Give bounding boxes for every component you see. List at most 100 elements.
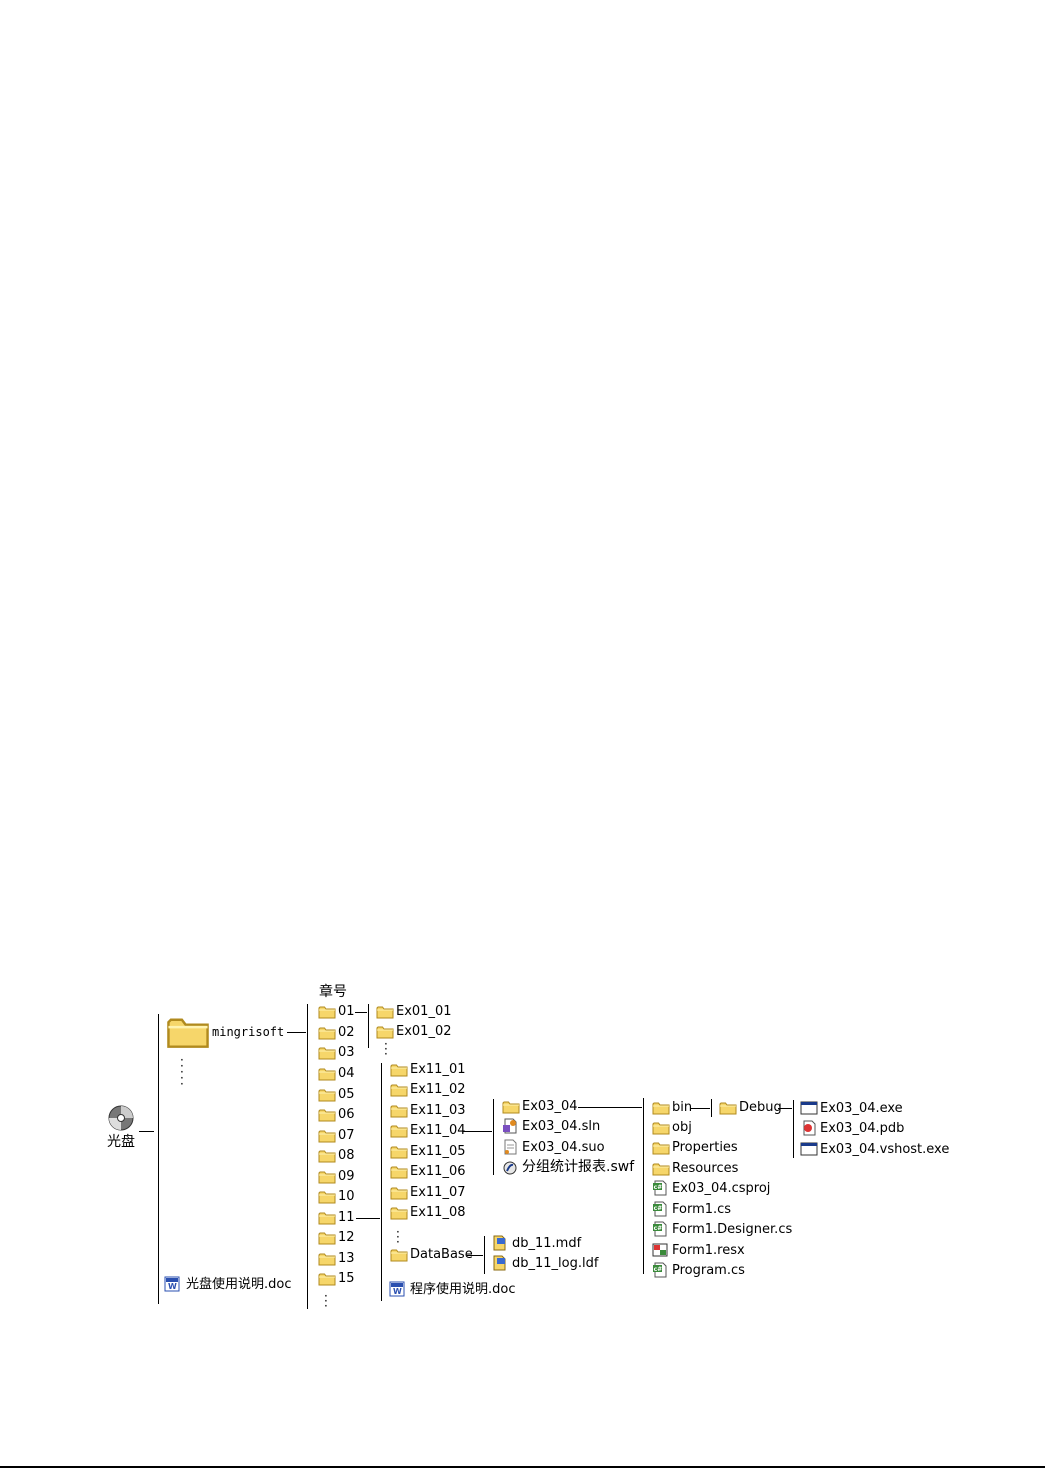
folder-icon [318,1149,336,1163]
exe-icon [800,1101,818,1115]
folder-ex11-02[interactable]: Ex11_02 [410,1082,466,1097]
solution-icon [502,1118,518,1134]
folder-icon [390,1124,408,1138]
chapter-folder-11[interactable]: 11 [338,1210,355,1225]
file-ex03-04-csproj[interactable]: Ex03_04.csproj [672,1181,771,1196]
folder-icon [376,1005,394,1019]
flash-icon [502,1160,518,1176]
file-program-cs[interactable]: Program.cs [672,1263,745,1278]
cd-disc-icon [108,1105,134,1131]
file-db-log[interactable]: db_11_log.ldf [512,1256,599,1271]
ch11-ellipsis: ··· [396,1225,400,1249]
chapters-ellipsis: ··· [324,1289,328,1313]
folder-ex01-01[interactable]: Ex01_01 [396,1004,452,1019]
folder-icon [652,1162,670,1176]
folder-ex03-04[interactable]: Ex03_04 [522,1099,578,1114]
file-exe[interactable]: Ex03_04.exe [820,1101,903,1116]
level1-bracket [158,1014,159,1304]
csharp-file-icon [652,1221,668,1237]
folder-ex01-02[interactable]: Ex01_02 [396,1024,452,1039]
ex03-04-bracket [643,1098,644,1274]
folder-ex11-04[interactable]: Ex11_04 [410,1123,466,1138]
folder-ex11-05[interactable]: Ex11_05 [410,1144,466,1159]
ch01-bracket [368,1004,369,1048]
chapter-folder-01[interactable]: 01 [338,1004,355,1019]
connector [690,1108,710,1109]
file-form1-cs[interactable]: Form1.cs [672,1202,732,1217]
chapter-folder-03[interactable]: 03 [338,1045,355,1060]
exe-icon [800,1142,818,1156]
folder-icon [318,1252,336,1266]
file-vshost-exe[interactable]: Ex03_04.vshost.exe [820,1142,950,1157]
folder-ex11-06[interactable]: Ex11_06 [410,1164,466,1179]
chapter-folder-15[interactable]: 15 [338,1271,355,1286]
file-cd-usage-doc[interactable]: 光盘使用说明.doc [186,1277,292,1292]
suo-file-icon [502,1139,518,1155]
folder-icon [318,1046,336,1060]
folder-icon [318,1211,336,1225]
connector [355,1012,367,1013]
chapter-folder-13[interactable]: 13 [338,1251,355,1266]
resx-file-icon [652,1242,668,1258]
chapter-folder-05[interactable]: 05 [338,1087,355,1102]
db-bracket [484,1236,485,1274]
file-swf[interactable]: 分组统计报表.swf [522,1159,635,1175]
csharp-file-icon [652,1180,668,1196]
connector [467,1255,483,1256]
folder-icon [390,1145,408,1159]
csharp-file-icon [652,1262,668,1278]
folder-mingrisoft[interactable]: mingrisoft [212,1025,285,1039]
debug-bracket [793,1100,794,1158]
folder-debug[interactable]: Debug [739,1100,782,1115]
folder-ex11-07[interactable]: Ex11_07 [410,1185,466,1200]
csharp-file-icon [652,1201,668,1217]
folder-obj[interactable]: obj [672,1120,692,1135]
connector [578,1107,642,1108]
folder-icon [318,1231,336,1245]
folder-icon [318,1272,336,1286]
chapter-folder-09[interactable]: 09 [338,1169,355,1184]
folder-bin[interactable]: bin [672,1100,693,1115]
folder-icon [318,1190,336,1204]
file-db-mdf[interactable]: db_11.mdf [512,1236,582,1251]
folder-ex11-01[interactable]: Ex11_01 [410,1062,466,1077]
chapter-folder-08[interactable]: 08 [338,1148,355,1163]
chapter-folder-12[interactable]: 12 [338,1230,355,1245]
folder-icon [502,1100,520,1114]
word-doc-icon [389,1281,405,1297]
chapter-folder-04[interactable]: 04 [338,1066,355,1081]
chapters-header: 章号 [319,984,347,1000]
database-log-icon [491,1255,507,1271]
folder-ex11-03[interactable]: Ex11_03 [410,1103,466,1118]
file-sln[interactable]: Ex03_04.sln [522,1119,601,1134]
folder-icon [390,1248,408,1262]
page-footer-rule [0,1466,1045,1468]
folder-resources[interactable]: Resources [672,1161,739,1176]
folder-icon [390,1186,408,1200]
word-doc-icon [164,1276,180,1292]
chapter-folder-06[interactable]: 06 [338,1107,355,1122]
folder-icon [652,1121,670,1135]
file-pdb[interactable]: Ex03_04.pdb [820,1121,905,1136]
folder-icon [318,1170,336,1184]
folder-icon [390,1083,408,1097]
folder-icon [318,1005,336,1019]
chapter-folder-02[interactable]: 02 [338,1025,355,1040]
file-suo[interactable]: Ex03_04.suo [522,1140,605,1155]
file-program-usage-doc[interactable]: 程序使用说明.doc [410,1282,516,1297]
folder-database[interactable]: DataBase [410,1247,473,1262]
file-form1-designer-cs[interactable]: Form1.Designer.cs [672,1222,793,1237]
folder-icon [390,1104,408,1118]
chapter-folder-07[interactable]: 07 [338,1128,355,1143]
folder-properties[interactable]: Properties [672,1140,738,1155]
folder-ex11-08[interactable]: Ex11_08 [410,1205,466,1220]
folder-large-icon [166,1010,210,1054]
folder-icon [390,1063,408,1077]
database-icon [491,1235,507,1251]
ex11-04-bracket [493,1099,494,1175]
folder-icon [719,1101,737,1115]
folder-icon [318,1026,336,1040]
file-form1-resx[interactable]: Form1.resx [672,1243,745,1258]
chapter-folder-10[interactable]: 10 [338,1189,355,1204]
folder-icon [390,1206,408,1220]
